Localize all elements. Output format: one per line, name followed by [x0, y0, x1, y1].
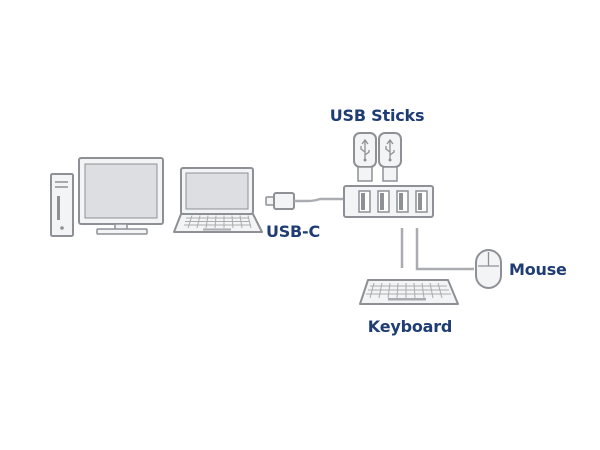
desktop-tower-icon [50, 173, 74, 237]
usb-stick-icon [353, 132, 377, 182]
keyboard-icon [359, 279, 459, 305]
desktop-monitor-icon [78, 157, 164, 235]
laptop-icon [173, 167, 263, 233]
usb-sticks-label: USB Sticks [330, 106, 425, 125]
usb-c-plug-icon [265, 192, 295, 210]
usb-hub-icon [343, 185, 434, 218]
mouse-cable [415, 228, 474, 271]
usb-c-label: USB-C [266, 222, 320, 241]
mouse-label: Mouse [509, 260, 567, 279]
keyboard-label: Keyboard [368, 317, 452, 336]
usb-c-cable [294, 197, 344, 203]
usb-stick-icon [378, 132, 402, 182]
mouse-icon [475, 249, 502, 289]
